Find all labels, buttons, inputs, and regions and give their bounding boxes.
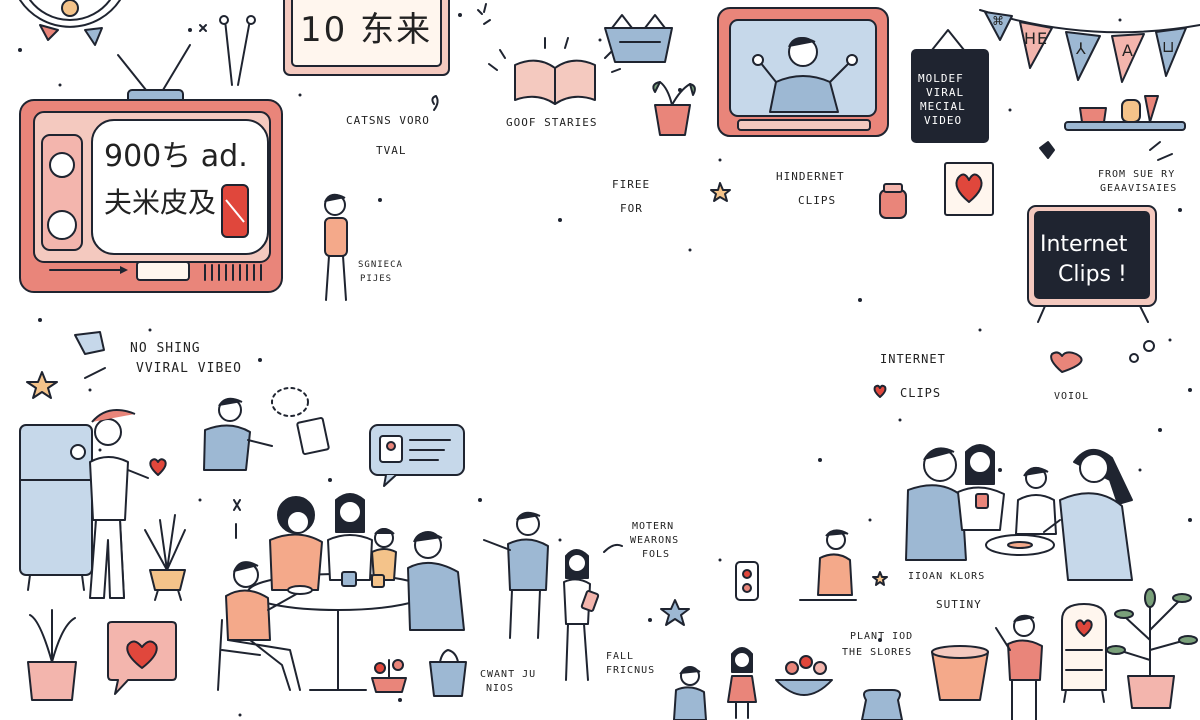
retro-tv-left <box>19 44 283 293</box>
wall-shelf <box>1064 95 1186 131</box>
label-the-slores: THE SLORES <box>842 647 913 658</box>
family-table-group <box>217 493 465 691</box>
star-decorations <box>26 182 888 626</box>
label-fricnus: FRICNUS <box>606 665 656 676</box>
big-orange-pot <box>931 645 989 701</box>
label-motern: MOTERN <box>632 521 675 532</box>
bunting-letter-1: ⌘ <box>992 14 1005 28</box>
bunting-letter-2: HE <box>1024 29 1049 48</box>
heart-icons <box>149 351 1083 476</box>
talking-person <box>203 397 273 471</box>
label-firee: FIREE <box>612 178 651 191</box>
girl-with-tablet <box>563 549 600 681</box>
heart-frame <box>944 162 994 216</box>
bunting-letter-3: ⅄ <box>1076 39 1087 58</box>
label-no-shing: NO SHING <box>130 341 201 356</box>
label-vviral-vibeo: VVIRAL VIBEO <box>136 361 242 376</box>
tv-left-line1: 900ち ad. <box>104 139 248 174</box>
flower-pot-bottom <box>371 659 407 693</box>
label-internet: INTERNET <box>880 352 946 366</box>
label-goof-staries: GOOF STARIES <box>506 116 598 129</box>
sitting-girl <box>799 529 857 601</box>
label-plant-iod: PLANT IOD <box>850 631 914 642</box>
tv-right-sign-line2: Clips ! <box>1058 262 1127 287</box>
standing-man-middle <box>483 511 549 639</box>
label-nios: NIOS <box>486 683 515 694</box>
internet-clips-tv <box>1027 205 1157 323</box>
girl-bottom <box>727 647 757 719</box>
top-sign-board <box>283 0 450 76</box>
tv-right-sign-line1: Internet <box>1040 232 1128 257</box>
heart-cabinet <box>1061 603 1107 703</box>
bunting-letter-5: ⊔ <box>1162 37 1176 56</box>
label-iioan-klors: IIOAN KLORS <box>908 571 986 582</box>
presenter-tv <box>717 7 889 137</box>
waving-man <box>995 614 1043 720</box>
flower-bowl <box>775 655 833 696</box>
label-from-sue-ry: FROM SUE RY <box>1098 169 1176 180</box>
label-clips-1: CLIPS <box>798 194 837 207</box>
bunting-flags <box>979 9 1200 83</box>
label-catsns-voro: CATSNS VORO <box>346 114 430 127</box>
label-clips-2: CLIPS <box>900 386 942 400</box>
label-fall: FALL <box>606 651 635 662</box>
label-for: FOR <box>620 202 643 215</box>
label-wearons: WEARONS <box>630 535 680 546</box>
scattered-dots <box>18 13 1192 717</box>
standing-person-small <box>324 193 348 301</box>
label-hindernet: HINDERNET <box>776 170 845 183</box>
board-line2: VIRAL <box>926 86 965 99</box>
phone-icon <box>735 561 759 601</box>
fridge-and-person <box>19 408 149 599</box>
label-geaavisaies: GEAAVISAIES <box>1100 183 1178 194</box>
blue-pot <box>429 649 467 697</box>
basket-icon <box>604 14 673 63</box>
heart-speech-bubble <box>107 621 177 695</box>
profile-chat-bubble <box>369 424 465 487</box>
small-pot-plant <box>652 81 696 136</box>
bottom-left-pot <box>27 609 77 701</box>
chat-bubble-icon <box>74 331 106 379</box>
label-voiol: VOIOL <box>1054 391 1090 402</box>
label-pijes: PIJES <box>360 274 393 284</box>
board-line1: MOLDEF <box>918 72 964 85</box>
boy-bottom <box>673 666 707 720</box>
board-line4: VIDEO <box>924 114 963 127</box>
ink-squiggles <box>233 3 1173 553</box>
label-tval: TVAL <box>376 144 407 157</box>
small-jar <box>879 183 907 219</box>
sun-fan-decoration <box>19 0 121 46</box>
bunting-letter-4: A <box>1122 41 1134 60</box>
viral-video-board <box>911 29 989 143</box>
label-cwant-ju: CWANT JU <box>480 669 537 680</box>
tall-plant-pot <box>144 514 186 601</box>
top-sign-text: 10 东来 <box>300 10 433 50</box>
friends-table-group <box>905 444 1133 581</box>
open-book-icon <box>488 37 621 105</box>
thought-bubble <box>271 387 330 455</box>
label-fols: FOLS <box>642 549 671 560</box>
leafy-plant-right <box>1106 588 1198 709</box>
vase-bottom <box>861 689 903 720</box>
board-line3: MECIAL <box>920 100 966 113</box>
antenna-sticks <box>199 15 256 86</box>
tv-left-line2: 夫米皮及 <box>104 186 217 219</box>
label-sgnieca: SGNIECA <box>358 260 403 270</box>
label-sutiny: SUTINY <box>936 598 982 611</box>
